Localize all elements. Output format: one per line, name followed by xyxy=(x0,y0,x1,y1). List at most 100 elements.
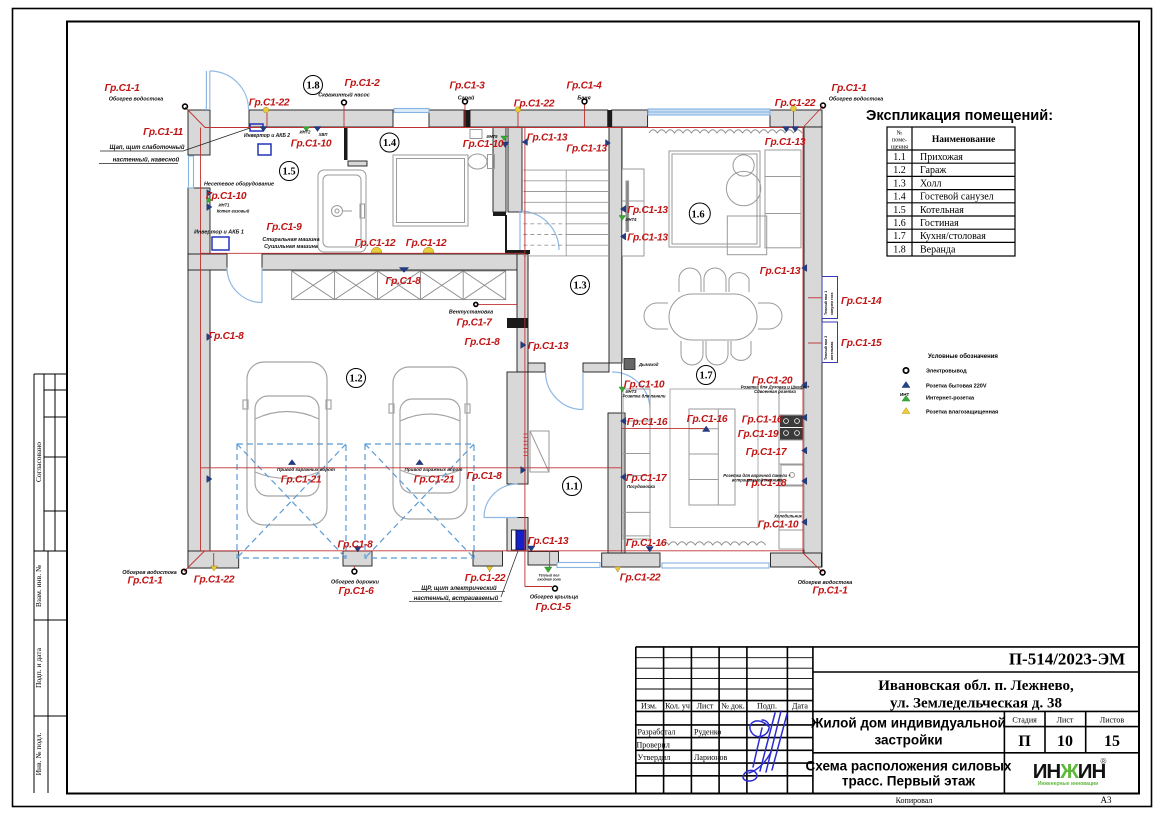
svg-text:Гр.С1-19: Гр.С1-19 xyxy=(738,429,779,440)
svg-text:Гр.С1-4: Гр.С1-4 xyxy=(566,81,602,92)
svg-text:Гостевой санузел: Гостевой санузел xyxy=(920,192,994,203)
svg-text:Гр.С1-22: Гр.С1-22 xyxy=(465,573,506,584)
svg-text:Привод гаражных ворот: Привод гаражных ворот xyxy=(405,467,463,472)
svg-text:встраиваемой техники: встраиваемой техники xyxy=(732,478,783,483)
svg-text:1.7: 1.7 xyxy=(699,371,712,382)
svg-text:Условные обозначения: Условные обозначения xyxy=(928,353,998,360)
svg-text:Гр.С1-17: Гр.С1-17 xyxy=(746,447,788,458)
svg-text:Гр.С1-16: Гр.С1-16 xyxy=(626,538,667,549)
svg-text:Дата: Дата xyxy=(792,702,808,711)
svg-text:Гр.С1-22: Гр.С1-22 xyxy=(620,573,661,584)
svg-text:ул. Земледельческая д. 38: ул. Земледельческая д. 38 xyxy=(890,696,1062,712)
svg-text:Привод гаражных ворот: Привод гаражных ворот xyxy=(277,467,335,472)
svg-text:Гр.С1-7: Гр.С1-7 xyxy=(456,318,493,329)
svg-text:ИНТ3: ИНТ3 xyxy=(626,389,638,394)
svg-text:входная зона: входная зона xyxy=(537,578,560,582)
svg-text:Гр.С1-21: Гр.С1-21 xyxy=(414,475,455,486)
svg-text:1.8: 1.8 xyxy=(893,244,906,255)
svg-text:№ док.: № док. xyxy=(721,702,745,711)
svg-text:Розетка бытовая 220V: Розетка бытовая 220V xyxy=(926,383,987,390)
svg-text:ИНТ5: ИНТ5 xyxy=(487,134,499,139)
svg-text:щения: щения xyxy=(891,144,908,151)
svg-text:1.6: 1.6 xyxy=(691,210,704,221)
svg-text:Гр.С1-17: Гр.С1-17 xyxy=(626,473,668,484)
svg-text:Гр.С1-8: Гр.С1-8 xyxy=(385,276,421,287)
svg-text:Гр.С1-13: Гр.С1-13 xyxy=(566,144,607,155)
svg-text:Гр.С1-1: Гр.С1-1 xyxy=(127,576,163,587)
svg-text:1.8: 1.8 xyxy=(306,81,319,92)
svg-text:1.4: 1.4 xyxy=(383,138,397,149)
svg-text:Проверил: Проверил xyxy=(637,740,670,749)
svg-text:10: 10 xyxy=(1057,733,1073,750)
svg-text:Гр.С1-12: Гр.С1-12 xyxy=(355,238,396,249)
svg-text:Холодильник: Холодильник xyxy=(773,514,803,519)
svg-text:Гр.С1-22: Гр.С1-22 xyxy=(775,98,816,109)
svg-text:Обогрев дорожки: Обогрев дорожки xyxy=(331,579,380,586)
svg-text:®: ® xyxy=(1101,757,1107,766)
svg-text:Инвертор и АКБ 1: Инвертор и АКБ 1 xyxy=(194,230,244,236)
svg-text:Ларионов: Ларионов xyxy=(694,753,728,762)
svg-text:П-514/2023-ЭМ: П-514/2023-ЭМ xyxy=(1009,650,1125,669)
svg-text:Баня: Баня xyxy=(577,96,591,102)
svg-text:Скважинный насос: Скважинный насос xyxy=(318,92,370,99)
svg-text:Жилой дом индивидуальной: Жилой дом индивидуальной xyxy=(810,716,1006,731)
svg-text:Гр.С1-13: Гр.С1-13 xyxy=(765,137,806,148)
svg-text:Гр.С1-10: Гр.С1-10 xyxy=(758,520,799,531)
svg-text:Гр.С1-16: Гр.С1-16 xyxy=(742,415,783,426)
svg-text:Гр.С1-10: Гр.С1-10 xyxy=(206,191,247,202)
svg-text:ИНЖИН: ИНЖИН xyxy=(1033,760,1106,783)
svg-text:Гр.С1-1: Гр.С1-1 xyxy=(104,83,140,94)
svg-text:Гр.С1-15: Гр.С1-15 xyxy=(841,338,882,349)
svg-text:ИНТ: ИНТ xyxy=(900,392,909,397)
svg-text:Прихожая: Прихожая xyxy=(920,152,963,163)
svg-text:Руденко: Руденко xyxy=(694,728,721,737)
svg-text:Гр.С1-14: Гр.С1-14 xyxy=(841,296,882,307)
svg-text:Розетка влагозащищенная: Розетка влагозащищенная xyxy=(926,410,998,416)
svg-text:Гр.С1-13: Гр.С1-13 xyxy=(627,205,668,216)
svg-text:15: 15 xyxy=(1104,733,1120,750)
svg-text:ХВП: ХВП xyxy=(318,132,329,137)
svg-text:Гр.С1-6: Гр.С1-6 xyxy=(338,586,374,597)
svg-text:1.3: 1.3 xyxy=(893,178,906,189)
svg-text:1.2: 1.2 xyxy=(349,374,362,385)
svg-text:Сдвоенная розетка: Сдвоенная розетка xyxy=(754,389,796,394)
svg-text:Согласовано: Согласовано xyxy=(34,442,43,482)
svg-text:Холл: Холл xyxy=(920,178,941,189)
svg-text:Инвертор и АКБ 2: Инвертор и АКБ 2 xyxy=(244,133,290,139)
svg-text:Гр.С1-18: Гр.С1-18 xyxy=(746,478,787,489)
svg-text:1.1: 1.1 xyxy=(565,482,578,493)
svg-text:А3: А3 xyxy=(1101,795,1112,805)
svg-text:Гр.С1-13: Гр.С1-13 xyxy=(528,536,569,547)
svg-text:Инв. № подл.: Инв. № подл. xyxy=(34,733,43,776)
svg-text:Розетка для Духовки и Шкафа +: Розетка для Духовки и Шкафа + xyxy=(741,385,810,390)
svg-text:Стадия: Стадия xyxy=(1012,716,1037,725)
svg-text:Обогрев водостока: Обогрев водостока xyxy=(829,96,884,103)
svg-text:Разработал: Разработал xyxy=(638,728,676,737)
svg-text:ИНТ1: ИНТ1 xyxy=(219,203,231,208)
svg-text:1.3: 1.3 xyxy=(573,281,586,292)
svg-text:Несетевое оборудование: Несетевое оборудование xyxy=(204,181,274,188)
svg-text:Лист: Лист xyxy=(1057,716,1074,725)
svg-text:Гр.С1-1: Гр.С1-1 xyxy=(812,586,848,597)
svg-text:Гр.С1-21: Гр.С1-21 xyxy=(281,475,322,486)
svg-text:Сарай: Сарай xyxy=(458,95,475,102)
svg-text:Гр.С1-11: Гр.С1-11 xyxy=(143,127,183,138)
svg-text:Сушильная машина: Сушильная машина xyxy=(264,244,318,250)
svg-text:Гр.С1-5: Гр.С1-5 xyxy=(535,602,571,613)
svg-text:Обогрев водостока: Обогрев водостока xyxy=(109,96,164,103)
svg-text:Экспликация помещений:: Экспликация помещений: xyxy=(866,108,1053,124)
svg-text:1.5: 1.5 xyxy=(282,167,295,178)
svg-text:1.5: 1.5 xyxy=(893,205,906,216)
svg-text:Розетка для панели: Розетка для панели xyxy=(623,394,666,399)
svg-text:Гр.С1-22: Гр.С1-22 xyxy=(249,98,290,109)
svg-text:Гр.С1-13: Гр.С1-13 xyxy=(528,341,569,352)
svg-text:Дымоход: Дымоход xyxy=(638,362,659,367)
svg-text:Ивановская обл. п. Лежнево,: Ивановская обл. п. Лежнево, xyxy=(878,678,1074,694)
svg-text:Гр.С1-22: Гр.С1-22 xyxy=(514,99,555,110)
svg-text:Гр.С1-20: Гр.С1-20 xyxy=(752,376,793,387)
svg-text:Гр.С1-8: Гр.С1-8 xyxy=(208,331,244,342)
svg-text:Щап, щит слаботочный: Щап, щит слаботочный xyxy=(109,144,184,151)
svg-text:Гр.С1-16: Гр.С1-16 xyxy=(687,414,728,425)
svg-text:Гр.С1-10: Гр.С1-10 xyxy=(291,139,332,150)
svg-text:настенный, встраиваемый: настенный, встраиваемый xyxy=(414,595,499,602)
